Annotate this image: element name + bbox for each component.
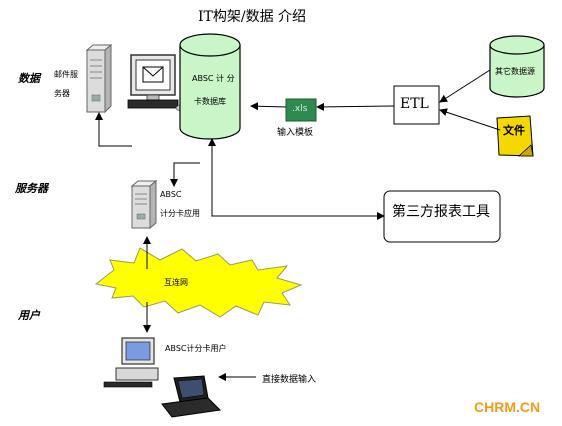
other-data-source-label: 其它数据源 (495, 67, 535, 76)
arrow-db-to-third-party (208, 138, 385, 220)
internet-burst-shape (94, 247, 303, 318)
arrow-source-to-etl (439, 69, 491, 103)
etl-box (393, 85, 440, 125)
intranet-label: 互连网 (164, 278, 188, 287)
mail-computer-icon (127, 54, 185, 111)
mail-server-label-line2: 务器 (54, 89, 70, 98)
file-label: 文件 (503, 124, 525, 137)
watermark-text: CHRM.CN (474, 399, 541, 415)
input-template-label: 输入模板 (277, 128, 314, 138)
xls-template-box (285, 98, 317, 122)
other-data-source-cylinder (489, 35, 545, 98)
scorecard-database-cylinder (179, 33, 241, 140)
arrow-db-to-app (170, 162, 200, 187)
arrow-xls-to-database (250, 102, 287, 111)
absc-user-label: ABSC计分卡用户 (165, 344, 227, 353)
arrow-app-to-mail-server (95, 112, 132, 147)
section-label-data: 数据 (18, 72, 40, 85)
user-desktop-computer-icon (103, 337, 159, 388)
section-label-user: 用户 (18, 309, 40, 322)
direct-input-label: 直接数据输入 (262, 375, 317, 385)
laptop-icon (161, 375, 222, 418)
application-server-icon (130, 179, 158, 230)
database-label-line2: 卡数据库 (194, 97, 226, 106)
third-party-tool-label: 第三方报表工具 (392, 204, 490, 220)
etl-label: ETL (400, 96, 429, 112)
file-document-icon (496, 115, 534, 157)
xls-label: .xls (292, 104, 308, 114)
arrow-etl-to-xls (316, 102, 395, 111)
section-label-server: 服务器 (15, 182, 48, 195)
database-label-line1: ABSC 计 分 (192, 74, 235, 83)
page-title: IT构架/数据 介绍 (198, 9, 307, 25)
mail-server-icon (85, 43, 113, 114)
app-label-line1: ABSC (160, 190, 182, 199)
mail-server-label-line1: 邮件服 (54, 70, 78, 79)
app-label-line2: 计分卡应用 (160, 209, 200, 218)
arrow-file-to-etl (439, 108, 501, 131)
